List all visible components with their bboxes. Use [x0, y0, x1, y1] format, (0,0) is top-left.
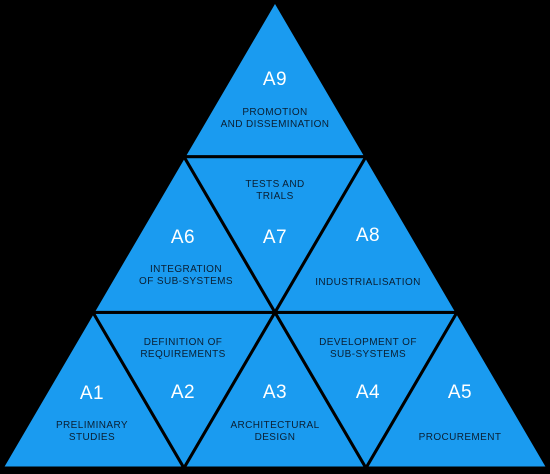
tile-a9 [181, 0, 369, 159]
tile-description-line: DEVELOPMENT OF [319, 337, 417, 348]
tile-code-a5: A5 [447, 382, 473, 403]
tile-description-line: INDUSTRIALISATION [315, 277, 421, 288]
tile-description-a5: PROCUREMENT [419, 432, 502, 444]
tile-description-line: PROMOTION [242, 107, 308, 118]
tile-a5 [363, 309, 550, 470]
tile-description-line: OF SUB-SYSTEMS [139, 276, 233, 287]
tile-description-line: DEFINITION OF [143, 337, 223, 348]
tile-description-line: PRELIMINARY [55, 420, 129, 431]
tile-code-a7: A7 [262, 227, 288, 248]
tile-description-line: DESIGN [254, 432, 296, 443]
tile-a8 [272, 153, 460, 314]
tile-code-a9: A9 [262, 69, 288, 90]
tile-description-line: AND DISSEMINATION [220, 119, 330, 130]
tile-description-line: SUB-SYSTEMS [329, 349, 407, 360]
tile-description-line: TRIALS [256, 191, 294, 202]
tile-code-a1: A1 [79, 383, 105, 404]
tile-description-line: TESTS AND [245, 179, 305, 190]
tile-code-a6: A6 [170, 227, 196, 248]
tile-code-a4: A4 [355, 382, 381, 403]
tile-code-a2: A2 [170, 382, 196, 403]
tile-description-line: STUDIES [68, 432, 116, 443]
tile-description-line: INTEGRATION [149, 264, 222, 275]
tile-description-line: PROCUREMENT [418, 432, 502, 443]
tile-description-line: ARCHITECTURAL [230, 420, 320, 431]
tile-description-line: REQUIREMENTS [140, 349, 226, 360]
tile-code-a3: A3 [262, 382, 288, 403]
tile-description-a8: INDUSTRIALISATION [315, 277, 421, 289]
tile-code-a8: A8 [355, 225, 381, 246]
